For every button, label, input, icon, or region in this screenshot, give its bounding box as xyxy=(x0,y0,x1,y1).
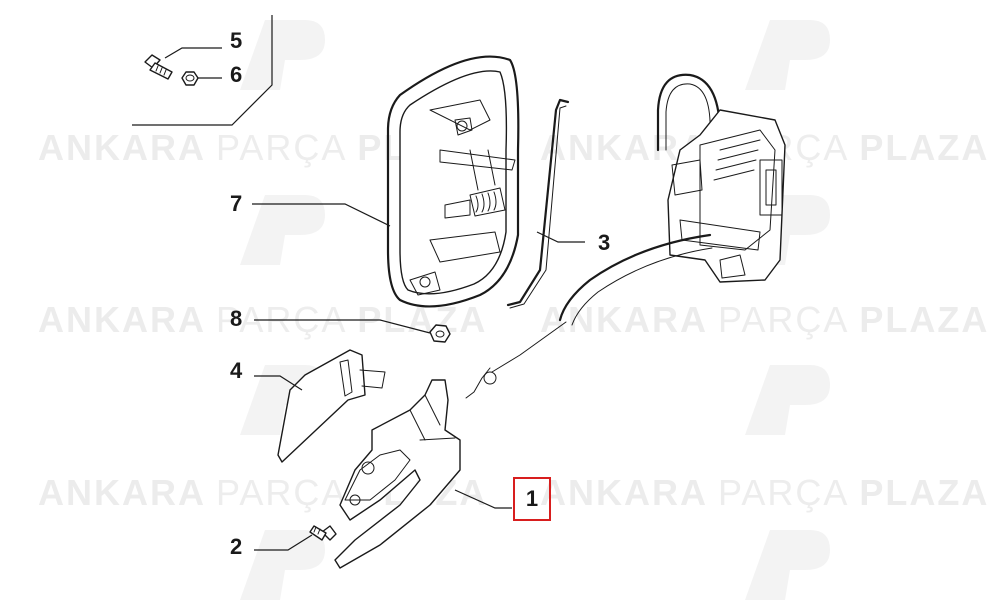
release-cable xyxy=(465,233,713,399)
callout-1-highlight xyxy=(513,477,551,521)
part-5-bolt xyxy=(144,47,222,80)
callout-4[interactable]: 4 xyxy=(230,358,243,383)
callout-8[interactable]: 8 xyxy=(230,306,242,331)
part-2-screw xyxy=(254,525,337,551)
watermark-logo xyxy=(745,20,830,90)
part-1-outer-handle xyxy=(334,379,512,569)
callout-1[interactable]: 1 xyxy=(526,486,538,511)
part-8-nut xyxy=(254,319,451,343)
callout-2[interactable]: 2 xyxy=(230,534,242,559)
inset-frame xyxy=(132,15,273,126)
watermark-logo xyxy=(745,365,830,435)
watermark-logo xyxy=(240,195,325,265)
door-lock-mechanism xyxy=(656,73,786,283)
callout-7[interactable]: 7 xyxy=(230,191,242,216)
part-6-nut xyxy=(181,71,222,86)
callout-6[interactable]: 6 xyxy=(230,62,242,87)
part-7-handle-frame xyxy=(386,55,520,308)
part-3-rod xyxy=(506,98,585,309)
callout-3[interactable]: 3 xyxy=(598,230,610,255)
watermark-logo xyxy=(240,530,325,600)
part-4-cover xyxy=(254,349,386,463)
watermark-logo xyxy=(745,530,830,600)
callout-5[interactable]: 5 xyxy=(230,28,242,53)
watermark-logo xyxy=(240,20,325,90)
leader-7 xyxy=(252,203,391,227)
